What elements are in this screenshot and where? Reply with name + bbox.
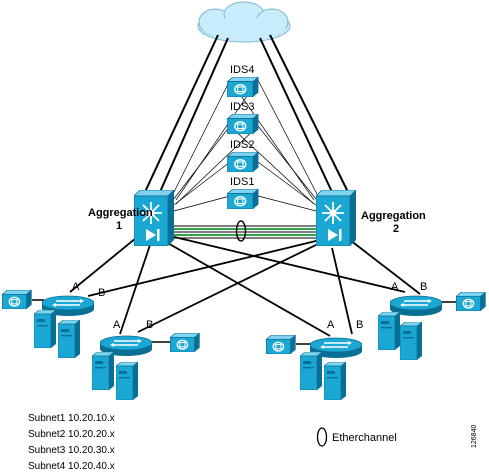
ids-label: IDS2 bbox=[230, 139, 254, 151]
aggregation-switch-1: Aggregation 1 bbox=[88, 190, 174, 246]
server-icon bbox=[300, 352, 322, 390]
ids-sensor-icon bbox=[170, 333, 200, 352]
ids-sensor-icon bbox=[227, 189, 259, 209]
etherchannel-trunk bbox=[170, 220, 320, 242]
access-block-1: A B bbox=[2, 281, 105, 358]
aggregation-1-number: 1 bbox=[116, 220, 122, 232]
uplink-b-label: B bbox=[420, 281, 427, 293]
server-icon bbox=[324, 362, 346, 400]
figure-id: 126840 bbox=[471, 425, 478, 448]
core-cloud-icon bbox=[197, 1, 291, 43]
ids-sensor-icon bbox=[227, 77, 259, 97]
ids-label: IDS3 bbox=[230, 101, 254, 113]
etherchannel-icon bbox=[316, 427, 328, 447]
aggregation-2-name: Aggregation bbox=[361, 210, 426, 222]
subnet-4: Subnet4 10.20.40.x bbox=[28, 461, 115, 472]
server-icon bbox=[378, 312, 400, 350]
aggregation-1-name: Aggregation bbox=[88, 207, 153, 219]
ids-sensor-2: IDS2 bbox=[227, 139, 259, 172]
aggregation-switch-2: Aggregation 2 bbox=[316, 190, 426, 246]
access-block-4: A B bbox=[378, 281, 486, 360]
access-block-2: A B bbox=[92, 319, 200, 400]
server-icon bbox=[116, 362, 138, 400]
legend: Etherchannel bbox=[316, 427, 397, 447]
ids-links bbox=[169, 79, 321, 213]
uplink-a-label: A bbox=[327, 319, 335, 331]
ids-sensor-icon bbox=[227, 152, 259, 172]
uplink-b-label: B bbox=[356, 319, 363, 331]
ids-sensor-icon bbox=[2, 290, 32, 309]
ids-sensor-icon bbox=[266, 335, 296, 354]
subnet-2: Subnet2 10.20.20.x bbox=[28, 429, 115, 440]
uplink-a-label: A bbox=[72, 281, 80, 293]
server-icon bbox=[400, 322, 422, 360]
uplink-b-label: B bbox=[146, 319, 153, 331]
uplink-a-label: A bbox=[113, 319, 121, 331]
subnet-3: Subnet3 10.20.30.x bbox=[28, 445, 115, 456]
ids-sensor-3: IDS3 bbox=[227, 101, 259, 134]
subnet-1: Subnet1 10.20.10.x bbox=[28, 413, 115, 424]
ids-sensor-4: IDS4 bbox=[227, 64, 259, 97]
ids-sensor-icon bbox=[227, 114, 259, 134]
server-icon bbox=[34, 310, 56, 348]
subnet-list: Subnet1 10.20.10.x Subnet2 10.20.20.x Su… bbox=[28, 413, 115, 472]
ids-sensor-icon bbox=[456, 292, 486, 311]
uplink-a-label: A bbox=[391, 281, 399, 293]
server-icon bbox=[92, 352, 114, 390]
ids-label: IDS1 bbox=[230, 176, 254, 188]
legend-label: Etherchannel bbox=[332, 432, 397, 444]
aggregation-2-number: 2 bbox=[393, 223, 399, 235]
uplink-b-label: B bbox=[98, 287, 105, 299]
core-uplinks bbox=[144, 34, 349, 193]
access-downlinks bbox=[69, 235, 421, 337]
access-block-3: A B bbox=[266, 319, 363, 400]
multilayer-switch-icon bbox=[316, 190, 356, 246]
ids-label: IDS4 bbox=[230, 64, 254, 76]
etherchannel-icon bbox=[235, 220, 247, 242]
server-icon bbox=[58, 320, 80, 358]
ids-sensor-1: IDS1 bbox=[227, 176, 259, 209]
